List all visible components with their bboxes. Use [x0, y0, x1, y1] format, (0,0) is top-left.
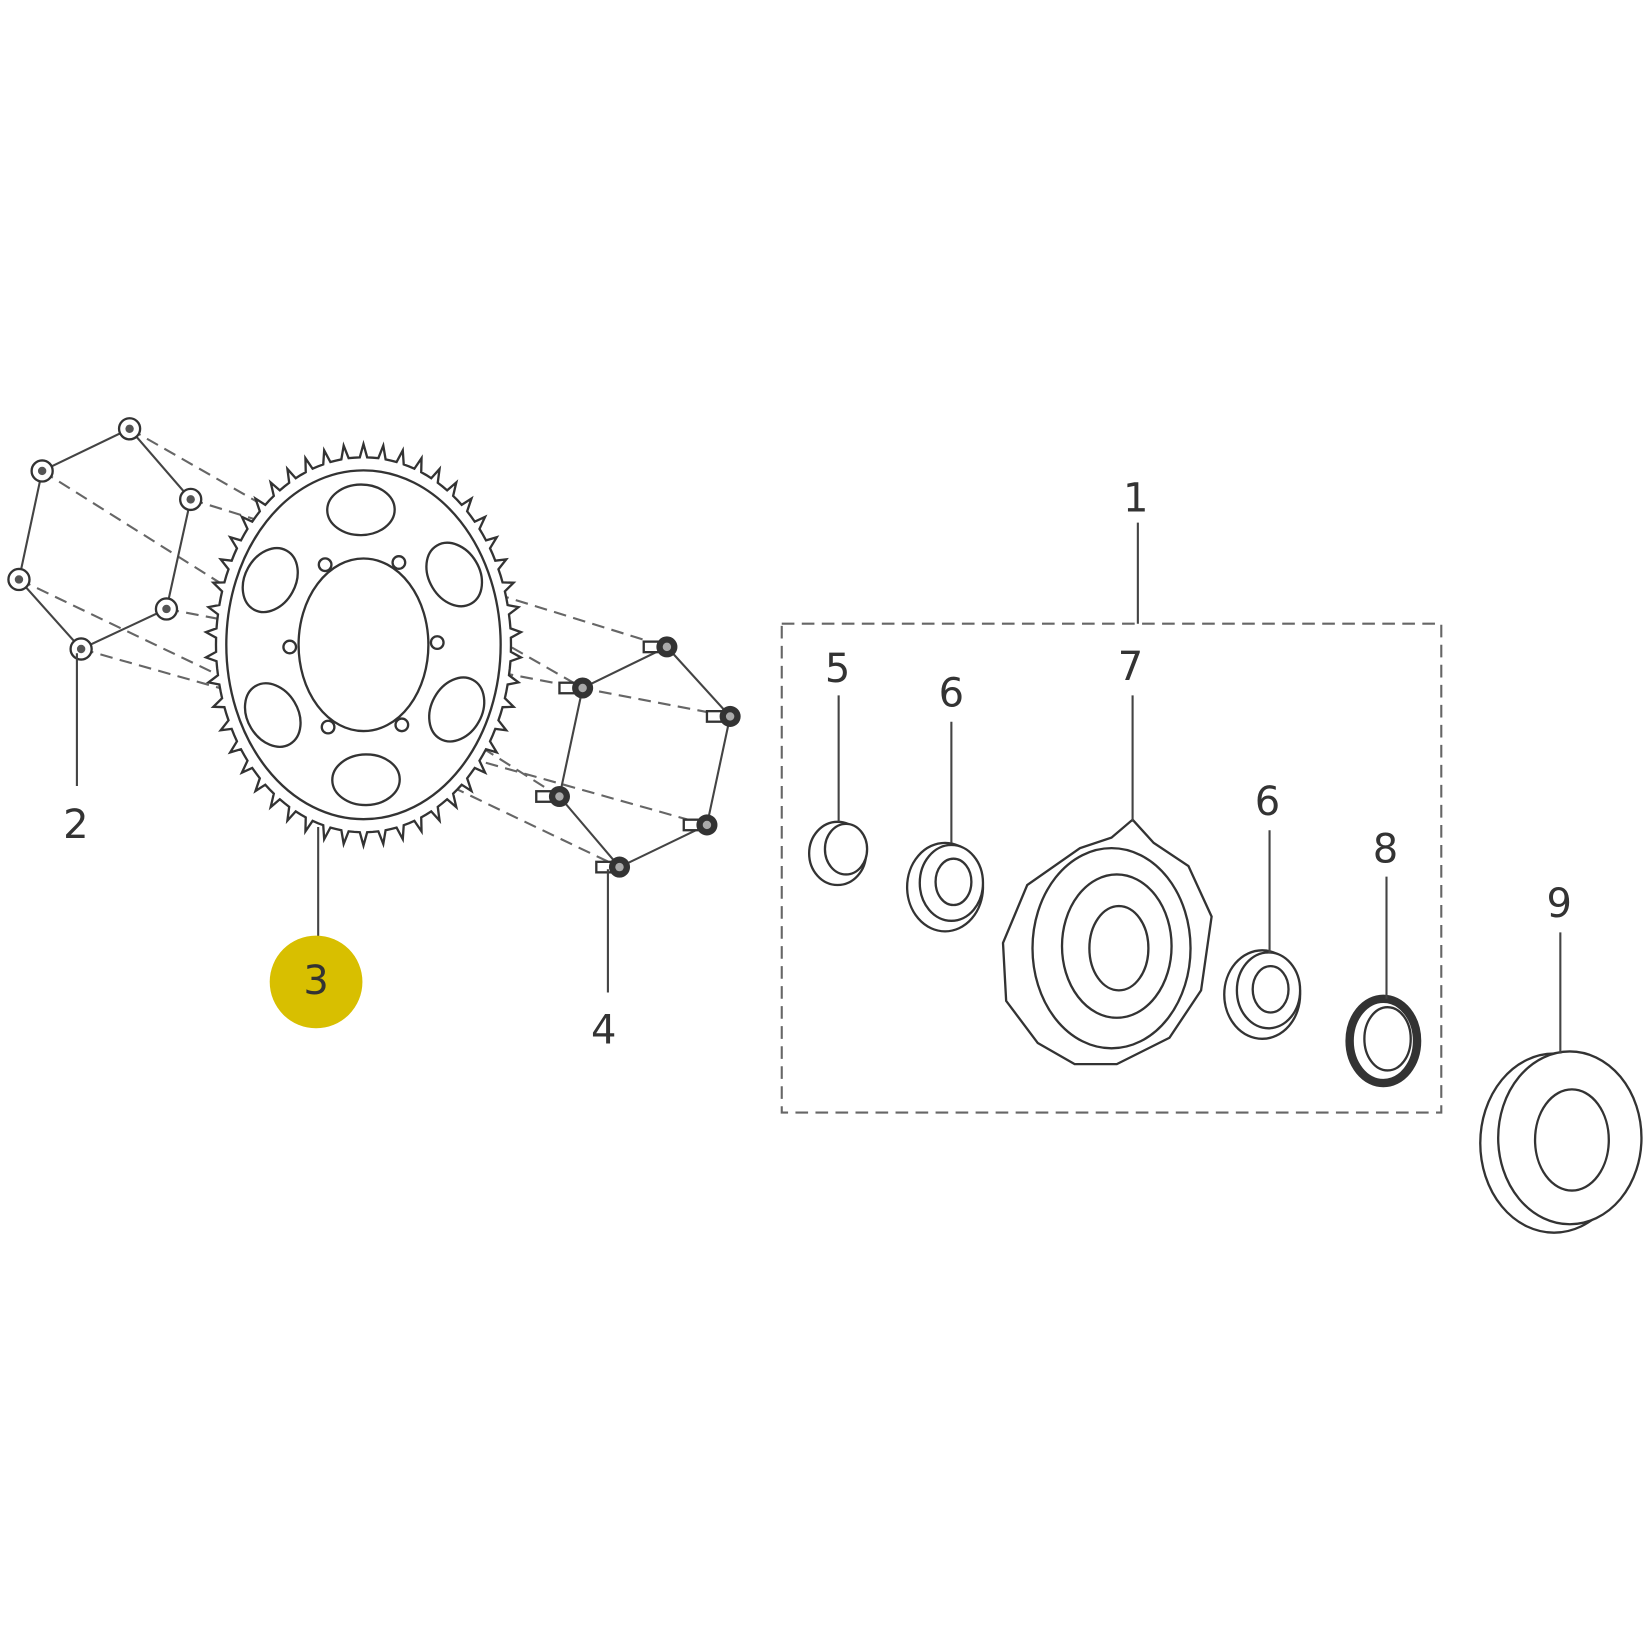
callout-1[interactable]: 1: [1123, 475, 1148, 521]
bolt-hole: [317, 557, 333, 573]
nut[interactable]: [7, 567, 31, 592]
sprocket-window: [428, 676, 486, 743]
sprocket-carrier[interactable]: [1001, 818, 1213, 1066]
hub-assembly-box: [780, 622, 1443, 1114]
bolt[interactable]: [642, 636, 678, 658]
callout-3[interactable]: 3: [303, 958, 328, 1004]
bolt[interactable]: [558, 677, 594, 699]
callout-5[interactable]: 5: [825, 646, 850, 692]
bolt-hole: [429, 635, 445, 651]
sprocket-window: [331, 753, 401, 807]
nut[interactable]: [30, 459, 54, 483]
alignment-line: [18, 578, 620, 869]
nut[interactable]: [179, 487, 203, 512]
sprocket-center-bore: [297, 557, 430, 733]
bolt[interactable]: [682, 814, 718, 836]
bearing-right[interactable]: [1223, 949, 1302, 1040]
bolt-hole: [320, 719, 336, 735]
bolt-hole: [282, 639, 298, 655]
nut[interactable]: [69, 637, 93, 661]
leader-lines: [75, 522, 1562, 1054]
bolt[interactable]: [595, 856, 631, 878]
oil-seal[interactable]: [1345, 994, 1422, 1088]
callout-4[interactable]: 4: [591, 1008, 616, 1054]
nut[interactable]: [117, 417, 142, 441]
highlight-marker: [269, 935, 363, 1029]
bolt[interactable]: [705, 705, 741, 727]
bolt-hole: [394, 717, 410, 733]
sprocket-window: [241, 547, 299, 614]
bearing-left[interactable]: [905, 841, 985, 933]
nut[interactable]: [154, 597, 179, 621]
callout-8[interactable]: 8: [1373, 826, 1398, 872]
cush-drive-damper[interactable]: [1479, 1050, 1643, 1234]
sprocket-window: [326, 483, 396, 537]
callout-9[interactable]: 9: [1547, 881, 1572, 927]
callout-6a[interactable]: 6: [939, 670, 964, 716]
sprocket-window: [425, 541, 484, 608]
spacer[interactable]: [807, 820, 869, 887]
callout-7[interactable]: 7: [1118, 644, 1143, 690]
rear-sprocket[interactable]: [203, 439, 524, 850]
bolt[interactable]: [535, 785, 570, 808]
sprocket-window: [243, 682, 302, 748]
callout-2[interactable]: 2: [63, 802, 88, 848]
bolt-hole: [391, 555, 407, 570]
callout-6b[interactable]: 6: [1255, 779, 1280, 825]
